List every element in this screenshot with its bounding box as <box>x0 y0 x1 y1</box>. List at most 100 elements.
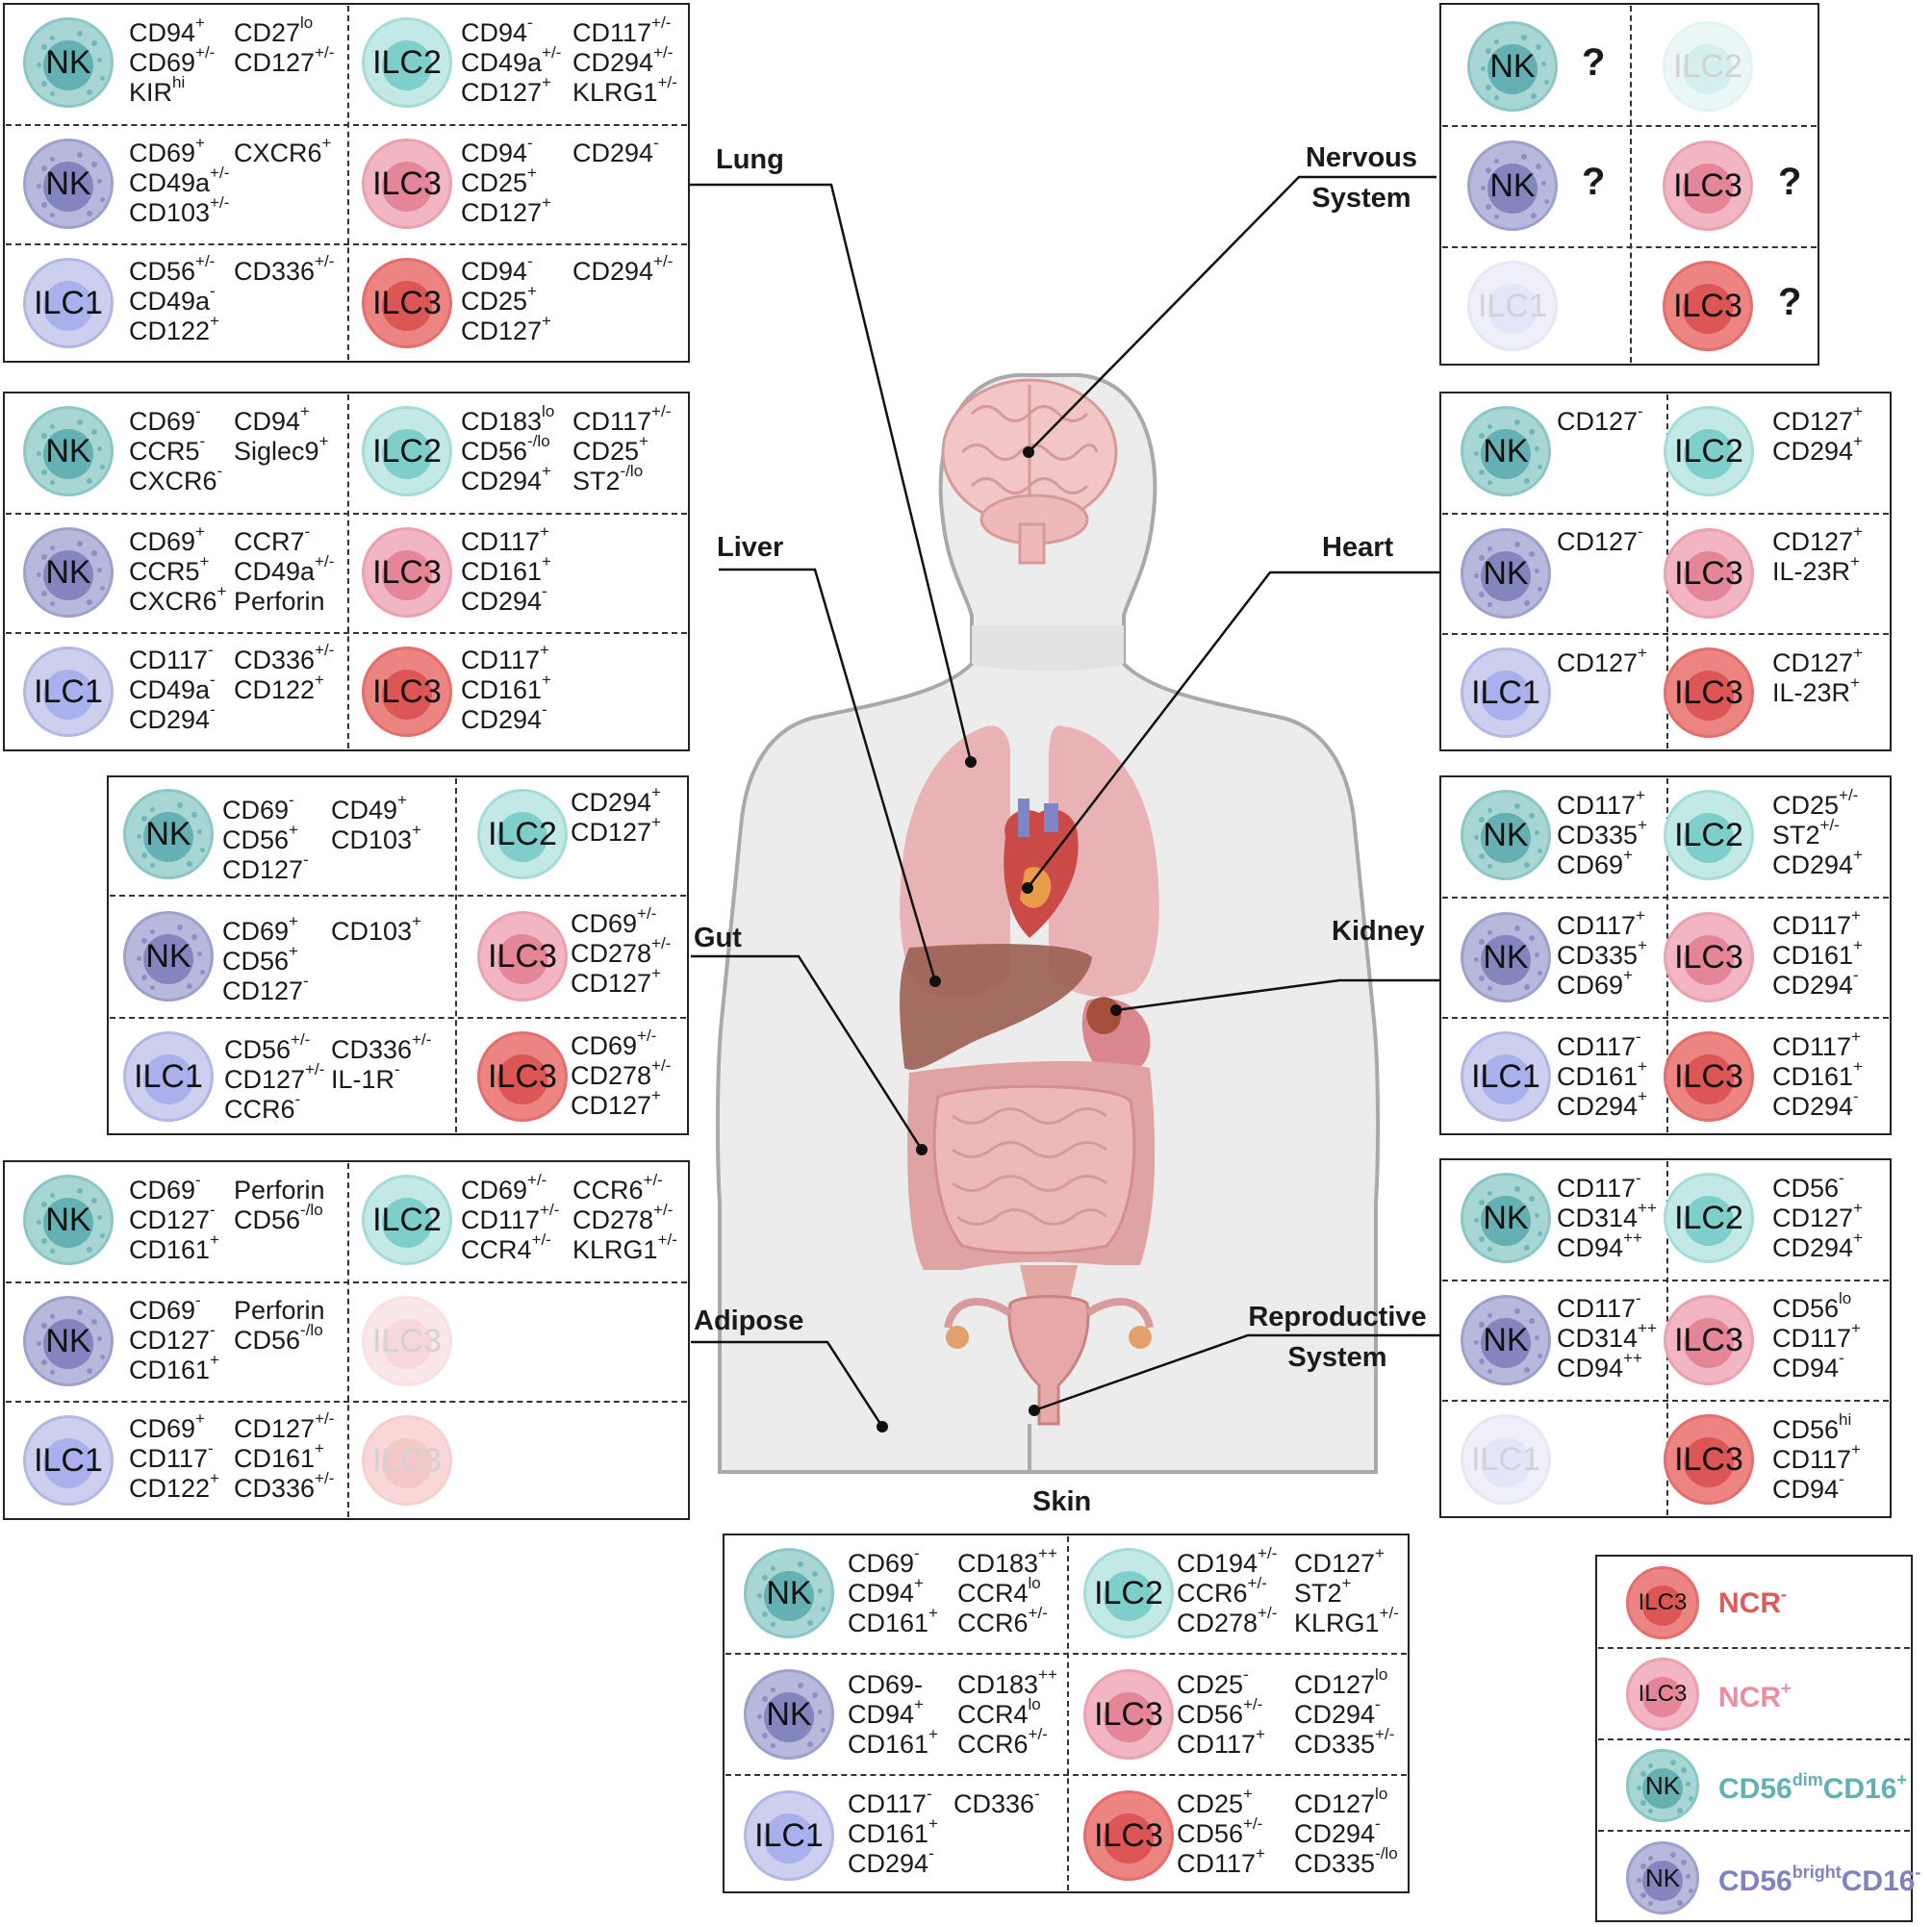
marker: CD294+ <box>461 463 551 496</box>
marker-expression: +/- <box>651 1056 672 1075</box>
granule-dot <box>150 806 156 812</box>
marker-expression: - <box>1636 1289 1641 1307</box>
granule-dot <box>40 469 47 475</box>
marker-expression: + <box>540 522 549 541</box>
granule-dot <box>50 1249 56 1255</box>
marker-expression: +/- <box>637 1027 657 1045</box>
marker-name: CD69 <box>571 909 638 938</box>
granule-dot <box>1487 986 1493 992</box>
granule-dot <box>86 599 92 606</box>
marker-name: CD69 <box>461 1176 528 1204</box>
marker: CD127+ <box>1294 1545 1385 1579</box>
marker: CD117+ <box>1557 907 1645 941</box>
brain-stem <box>1018 522 1046 565</box>
cell-label: ILC3 <box>1638 1589 1688 1615</box>
granule-dot <box>1514 1308 1521 1315</box>
granule-dot <box>140 974 147 980</box>
marker: CD127- <box>1557 523 1643 557</box>
marker: Perforin <box>234 1296 325 1326</box>
organ-label-liver: Liver <box>717 532 784 563</box>
granule-dots <box>1463 1176 1548 1260</box>
marker-name: KLRG1 <box>572 78 658 107</box>
cell-nucleus <box>1481 1437 1531 1487</box>
cell-nucleus <box>43 1319 93 1369</box>
cell-label: ILC3 <box>372 284 442 321</box>
marker-name: CD127 <box>1772 1204 1854 1232</box>
row-divider <box>110 1017 686 1019</box>
granule-dot <box>1537 1231 1542 1237</box>
marker: ST2-/lo <box>572 463 643 496</box>
marker: CD117+ <box>461 523 549 557</box>
marker-name: CD27 <box>234 18 301 47</box>
marker-expression: -/lo <box>620 462 644 480</box>
marker: CD69+ <box>222 913 298 947</box>
granule-dot <box>1487 480 1493 486</box>
cell-label: ILC3 <box>1674 938 1743 976</box>
granule-dot <box>1523 1367 1530 1374</box>
cell-nucleus <box>1481 551 1531 601</box>
marker: CD127+ <box>461 194 551 228</box>
marker-name: CD69 <box>848 1549 915 1578</box>
marker-name: CD161 <box>848 1819 929 1848</box>
cell-ilc3n-circle: ILC3 <box>362 647 452 737</box>
marker-expression: + <box>639 432 648 450</box>
granule-dot <box>1474 957 1480 962</box>
marker-name: CD127 <box>571 818 652 847</box>
marker-name: CD49 <box>331 796 398 824</box>
granule-dot <box>1669 1760 1676 1766</box>
marker-expression: +/- <box>305 1060 325 1078</box>
marker-name: CD69 <box>1557 971 1624 1000</box>
marker: CD25- <box>1177 1666 1249 1700</box>
row-divider <box>1442 1017 1889 1019</box>
cell-nucleus <box>1481 1318 1531 1368</box>
marker-expression: - <box>1839 1349 1844 1367</box>
marker: CD103+ <box>331 913 421 947</box>
marker: KLRG1+/- <box>572 74 677 108</box>
marker-expression: +/- <box>1258 1604 1278 1622</box>
cell-nucleus <box>382 550 432 600</box>
granule-dot <box>191 933 197 940</box>
marker: CD294- <box>129 701 216 735</box>
marker-expression: +/- <box>651 934 672 952</box>
marker: CD56- <box>1772 1170 1844 1204</box>
marker: CD69- <box>129 403 201 437</box>
marker: CD161+ <box>234 1440 324 1474</box>
granule-dot <box>50 545 56 550</box>
marker-name: CD161 <box>461 557 543 586</box>
ovary-left <box>946 1326 969 1349</box>
granule-dot <box>197 829 203 835</box>
marker: CD335+/- <box>1294 1726 1394 1760</box>
marker-name: CD127 <box>1557 407 1639 436</box>
cell-label: ILC1 <box>1471 1057 1540 1095</box>
marker: CXCR6+ <box>129 583 226 617</box>
marker-name: CD127 <box>1772 527 1854 556</box>
marker-name: CD117 <box>572 18 652 47</box>
cell-nucleus <box>1684 1437 1734 1487</box>
cell-ilc3n-circle: ILC3 <box>1663 261 1753 351</box>
granule-dot <box>37 451 42 456</box>
marker-name: CD294 <box>1772 850 1854 879</box>
marker: CD69+/- <box>461 1172 547 1205</box>
cell-label: ILC3 <box>1638 1681 1688 1707</box>
marker: CD127+ <box>1772 403 1863 437</box>
marker-expression: +/- <box>315 1409 335 1428</box>
granule-dot <box>40 590 47 596</box>
row-divider <box>725 1774 1407 1776</box>
granule-dots <box>1463 1298 1548 1382</box>
granule-dot <box>1474 1340 1480 1345</box>
right-lung <box>1049 725 1159 998</box>
cell-nucleus <box>1487 44 1538 94</box>
granule-dots <box>26 1299 111 1383</box>
marker: CD49a+/- <box>234 553 334 587</box>
granule-dot <box>40 165 47 172</box>
cell-ilc3p-circle: ILC3 <box>362 139 452 229</box>
marker-expression: + <box>542 73 551 91</box>
marker-name: CD117 <box>461 1205 541 1234</box>
marker: CCR6- <box>224 1091 300 1125</box>
marker: CD56-/lo <box>461 433 550 467</box>
row-divider <box>1442 125 1817 127</box>
marker-expression: ++ <box>1638 1199 1657 1217</box>
marker-name: CD294 <box>1294 1700 1376 1729</box>
granule-dots <box>126 914 211 999</box>
marker-name: CD294 <box>1294 1819 1376 1848</box>
